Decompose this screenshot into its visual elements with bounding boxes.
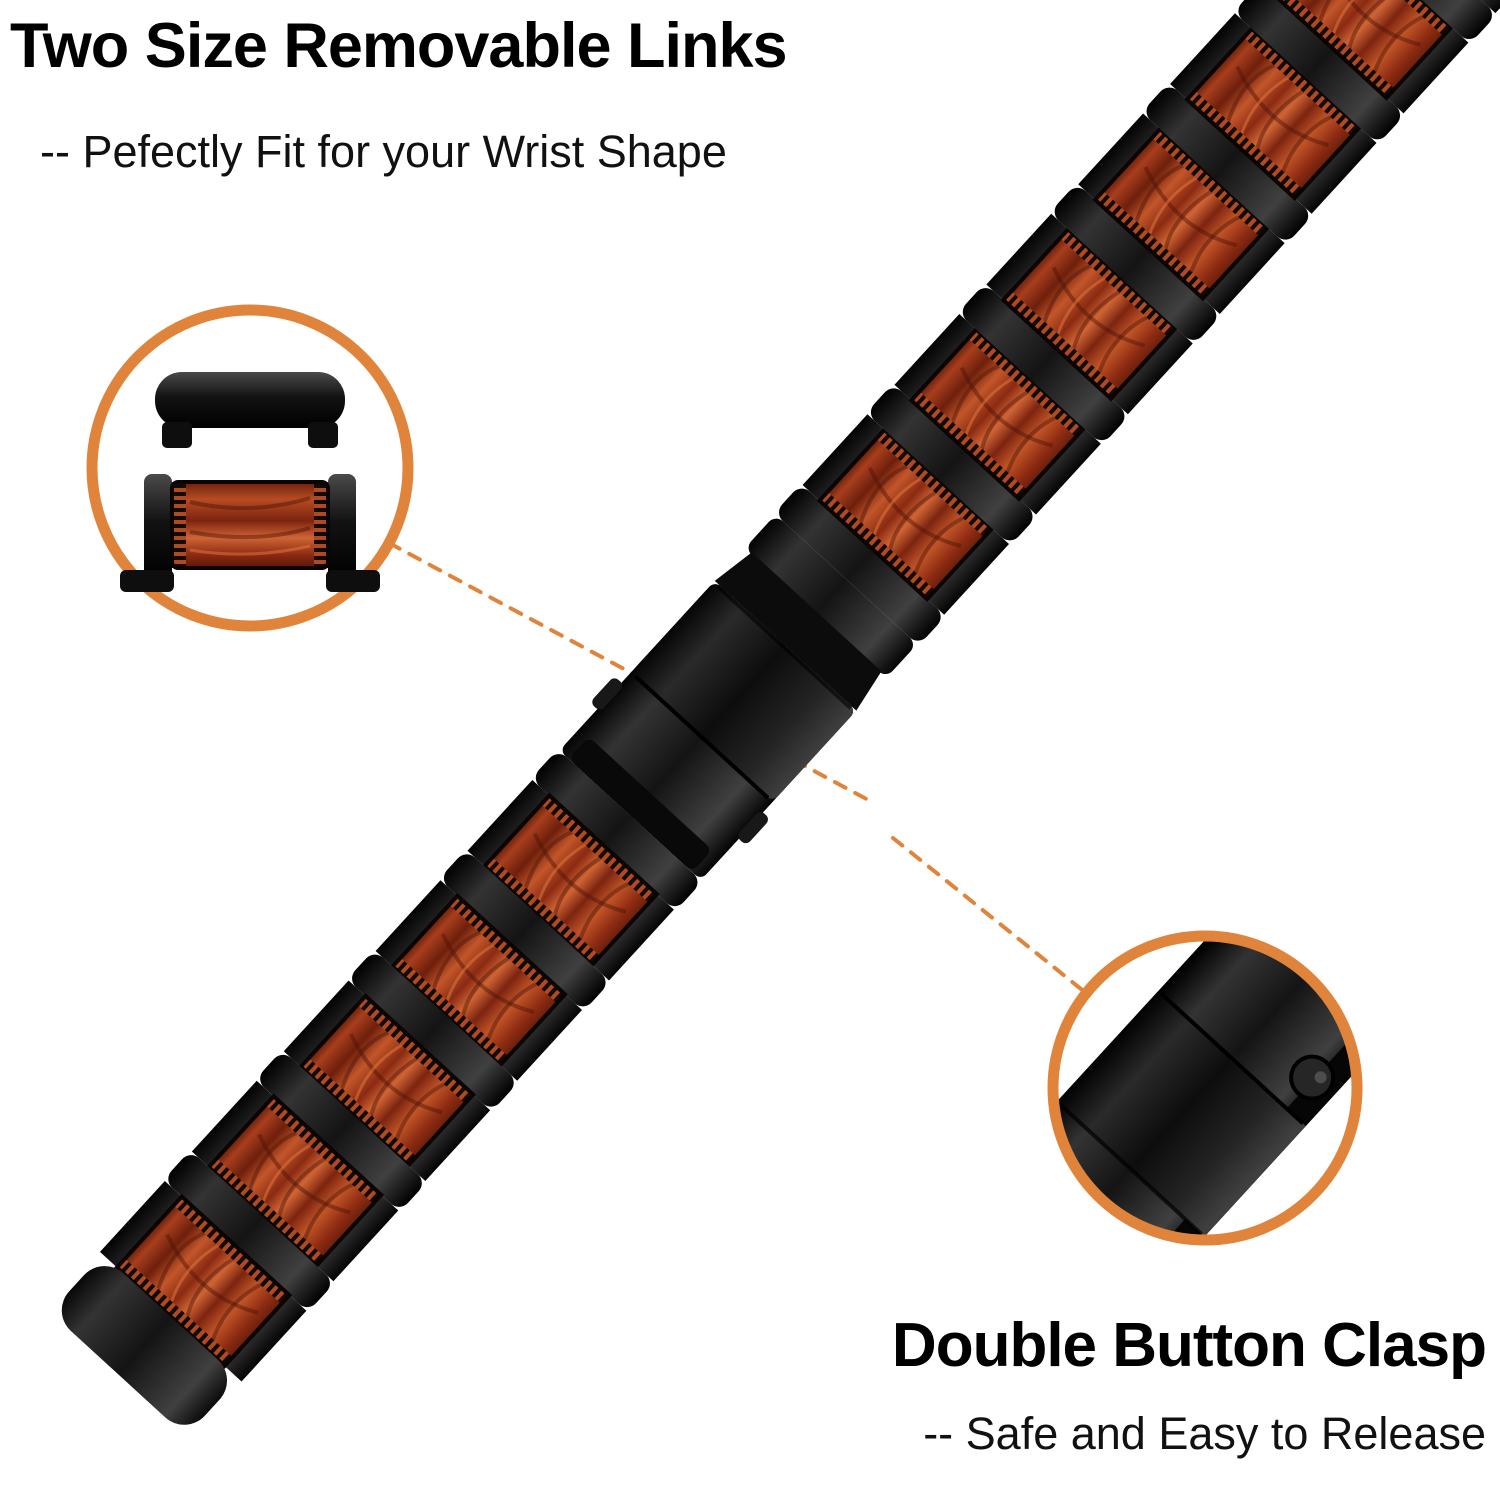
band-upper-segment: [774, 0, 1500, 646]
clasp-detail-button: [1289, 1054, 1336, 1101]
leader-line-clasp: [891, 836, 1088, 995]
removable-link-detail-circle: [86, 304, 414, 632]
clasp-button: [592, 678, 622, 710]
clasp-subtitle: -- Safe and Easy to Release: [923, 1408, 1486, 1459]
links-subtitle: -- Pefectly Fit for your Wrist Shape: [40, 126, 727, 177]
band-end-link: [61, 1266, 228, 1425]
clasp-button: [738, 812, 768, 844]
clasp-detail-circle: [1047, 930, 1363, 1246]
detail-connector-link: [155, 372, 345, 448]
watch-band: [61, 0, 1500, 1425]
leader-line-removable-links: [387, 541, 874, 804]
links-title: Two Size Removable Links: [10, 11, 788, 81]
detail-wood-link: [120, 474, 380, 592]
clasp: [562, 518, 913, 877]
band-lower-segment: [61, 749, 703, 1425]
clasp-title: Double Button Clasp: [891, 1311, 1487, 1380]
